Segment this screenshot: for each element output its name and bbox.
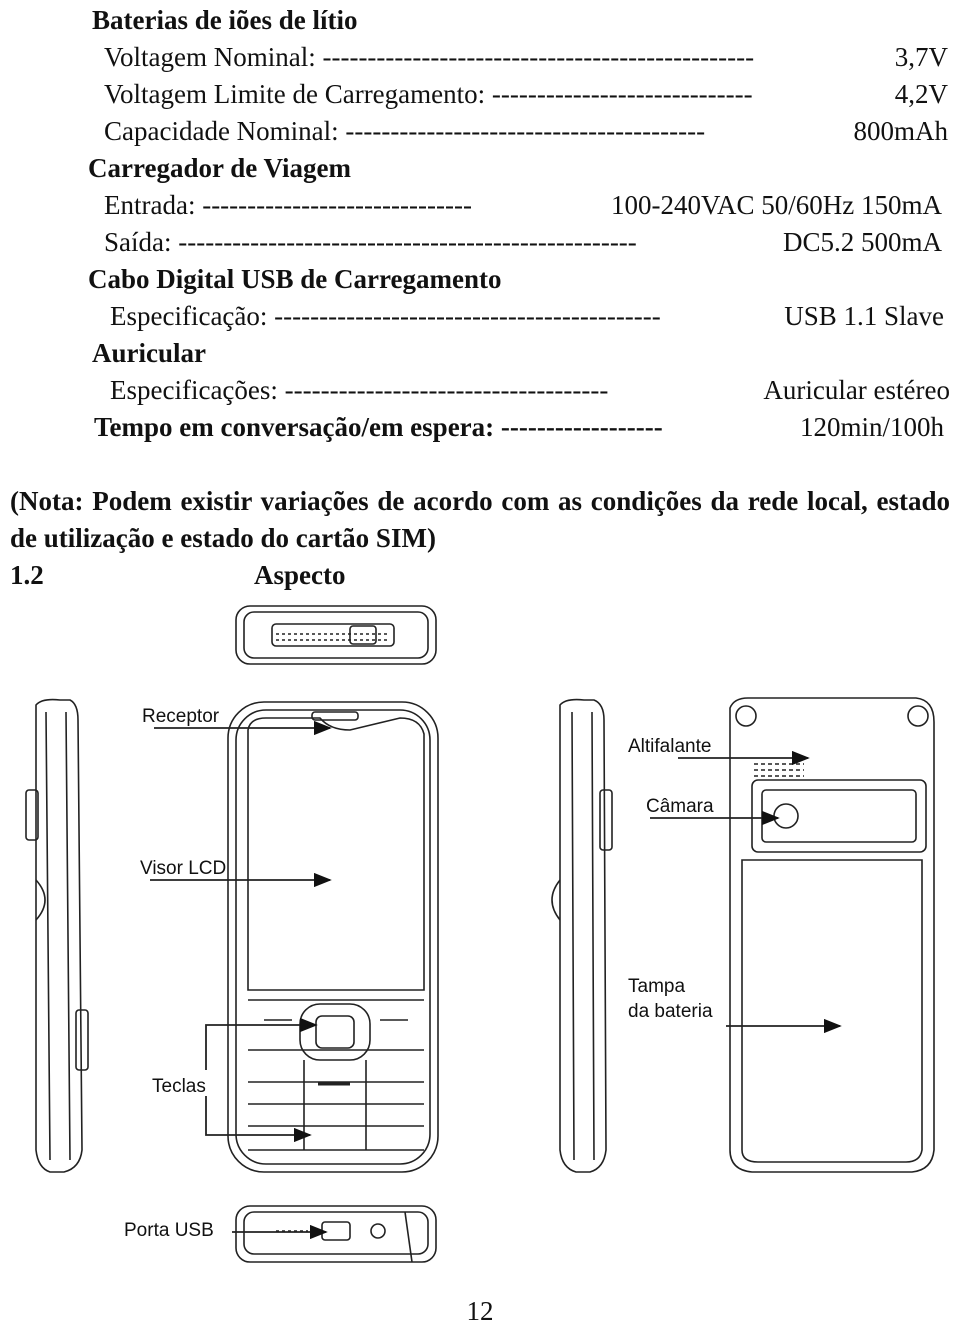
earphone-title: Auricular bbox=[92, 338, 206, 368]
label-teclas: Teclas bbox=[152, 1076, 206, 1097]
battery-title: Baterias de iões de lítio bbox=[92, 5, 358, 35]
spec-value: 120min/100h bbox=[799, 412, 944, 442]
spec-row-talk-time: Tempo em conversação/em espera: --------… bbox=[94, 410, 944, 444]
spec-row-earphone: Especificações: ------------------------… bbox=[110, 373, 950, 407]
spec-label: Especificação: -------------------------… bbox=[110, 301, 661, 331]
phone-back-view bbox=[729, 697, 935, 1173]
spec-row-charge-limit: Voltagem Limite de Carregamento: -------… bbox=[104, 77, 948, 111]
phone-top-view bbox=[235, 605, 437, 665]
section-number: 1.2 bbox=[10, 560, 44, 590]
label-visor-lcd: Visor LCD bbox=[140, 858, 226, 879]
spec-value: 100-240VAC 50/60Hz 150mA bbox=[610, 190, 942, 220]
spec-label: Tempo em conversação/em espera: --------… bbox=[94, 412, 663, 442]
section-title: Aspecto bbox=[254, 560, 346, 590]
label-da-bateria: da bateria bbox=[628, 1001, 713, 1022]
phone-bottom-view bbox=[235, 1205, 437, 1263]
spec-row-capacity: Capacidade Nominal: --------------------… bbox=[104, 114, 948, 148]
page-number: 12 bbox=[466, 1296, 494, 1326]
usb-cable-title: Cabo Digital USB de Carregamento bbox=[88, 264, 502, 294]
spec-row-output: Saída: ---------------------------------… bbox=[104, 225, 942, 259]
phone-front-view bbox=[227, 701, 439, 1173]
charger-title: Carregador de Viagem bbox=[88, 153, 351, 183]
teclas-arrow-bottom bbox=[205, 1096, 312, 1143]
spec-value: Auricular estéreo bbox=[763, 375, 950, 405]
phone-left-side-view bbox=[25, 698, 89, 1173]
label-receptor: Receptor bbox=[142, 706, 220, 727]
spec-label: Voltagem Nominal: ----------------------… bbox=[104, 42, 755, 72]
label-tampa: Tampa bbox=[628, 976, 685, 997]
spec-label: Entrada: ------------------------------ bbox=[104, 190, 472, 220]
spec-value: 3,7V bbox=[894, 42, 948, 72]
spec-row-input: Entrada: ------------------------------ … bbox=[104, 188, 942, 222]
spec-row-nominal-voltage: Voltagem Nominal: ----------------------… bbox=[104, 40, 948, 74]
spec-label: Saída: ---------------------------------… bbox=[104, 227, 637, 257]
spec-value: DC5.2 500mA bbox=[782, 227, 942, 257]
spec-row-usb: Especificação: -------------------------… bbox=[110, 299, 944, 333]
spec-label: Capacidade Nominal: --------------------… bbox=[104, 116, 706, 146]
label-altifalante: Altifalante bbox=[628, 736, 711, 757]
phone-right-side-view bbox=[551, 698, 613, 1173]
spec-value: 800mAh bbox=[853, 116, 949, 146]
teclas-arrow-top bbox=[205, 1017, 318, 1070]
spec-label: Especificações: ------------------------… bbox=[110, 375, 609, 405]
spec-label: Voltagem Limite de Carregamento: -------… bbox=[104, 79, 753, 109]
phone-appearance-figure: Receptor Visor LCD Teclas Porta USB Alti… bbox=[25, 605, 935, 1263]
note-paragraph: (Nota: Podem existir variações de acordo… bbox=[10, 486, 950, 553]
spec-value: USB 1.1 Slave bbox=[784, 301, 944, 331]
spec-value: 4,2V bbox=[894, 79, 948, 109]
label-camara: Câmara bbox=[646, 796, 714, 817]
label-porta-usb: Porta USB bbox=[124, 1220, 214, 1241]
